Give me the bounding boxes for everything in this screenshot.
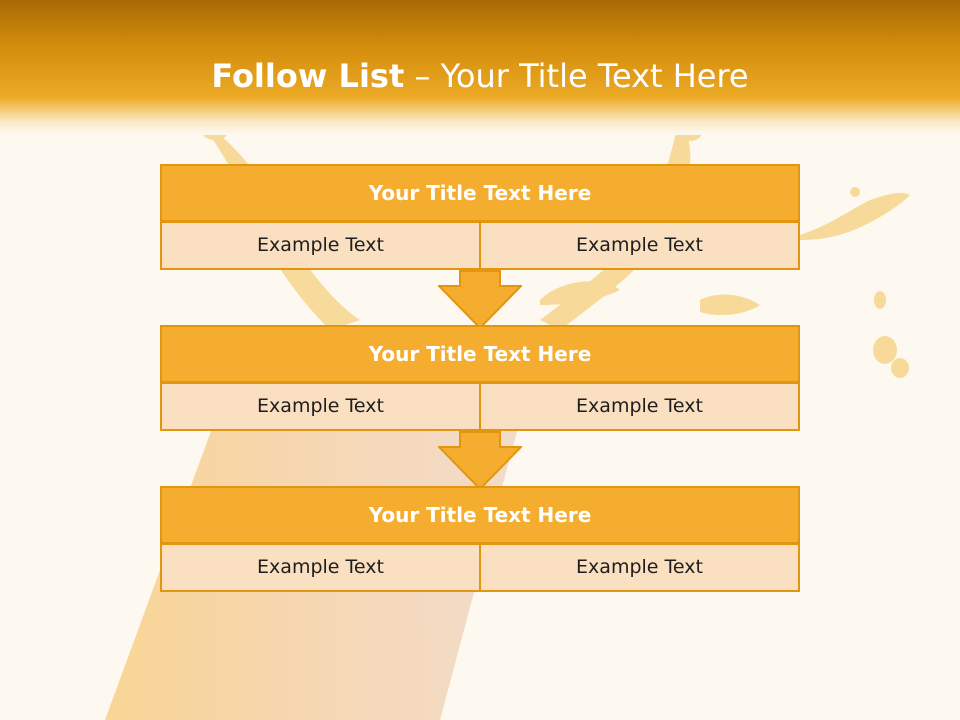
page-title-bold: Follow List — [211, 57, 405, 95]
step-box-3: Your Title Text Here Example Text Exampl… — [160, 486, 800, 592]
step-text-right: Example Text — [479, 382, 800, 431]
step-text-left: Example Text — [160, 382, 481, 431]
down-arrow-icon — [438, 270, 522, 330]
step-box-1: Your Title Text Here Example Text Exampl… — [160, 164, 800, 270]
step-text-left: Example Text — [160, 221, 481, 270]
page-title-subtitle: – Your Title Text Here — [404, 57, 749, 95]
step-title: Your Title Text Here — [160, 325, 800, 383]
step-title: Your Title Text Here — [160, 164, 800, 222]
page-title: Follow List – Your Title Text Here — [0, 52, 960, 102]
down-arrow-icon — [438, 431, 522, 491]
step-box-2: Your Title Text Here Example Text Exampl… — [160, 325, 800, 431]
step-text-right: Example Text — [479, 221, 800, 270]
step-text-right: Example Text — [479, 543, 800, 592]
step-text-left: Example Text — [160, 543, 481, 592]
title-banner — [0, 0, 960, 135]
step-title: Your Title Text Here — [160, 486, 800, 544]
